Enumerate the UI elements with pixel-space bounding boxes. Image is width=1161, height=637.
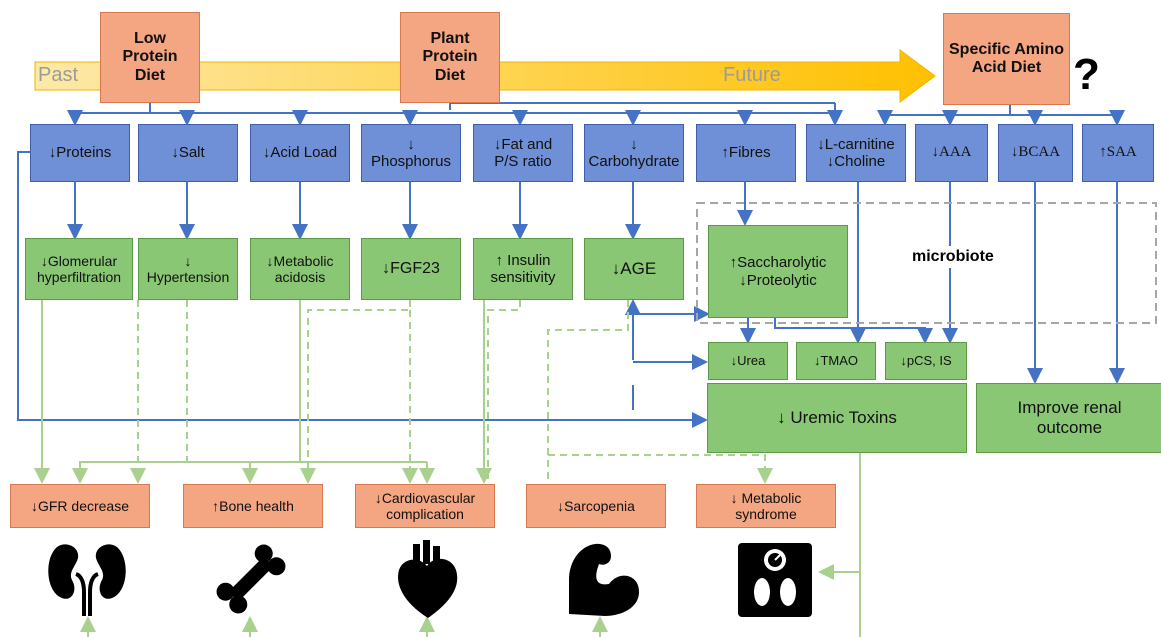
- future-label: Future: [723, 64, 781, 86]
- microbiote-frame: [696, 202, 1157, 324]
- outcome-metabolic: ↓ Metabolic syndrome: [696, 484, 836, 528]
- outcome-bone: ↑Bone health: [183, 484, 323, 528]
- nutrient-carbohydrate: ↓ Carbohydrate: [584, 124, 684, 182]
- low-protein-diet: Low Protein Diet: [100, 12, 200, 103]
- muscle-icon: [569, 543, 639, 616]
- plant-protein-diet: Plant Protein Diet: [400, 12, 500, 103]
- toxin-pcs: ↓pCS, IS: [885, 342, 967, 380]
- nutrient-bcaa: ↓BCAA: [998, 124, 1073, 182]
- microbiote-label: microbiote: [906, 246, 1000, 268]
- bone-icon: [216, 544, 286, 614]
- specific-amino-acid-diet: Specific Amino Acid Diet: [943, 13, 1070, 105]
- toxin-tmao: ↓TMAO: [796, 342, 876, 380]
- improve-renal-outcome: Improve renal outcome: [976, 383, 1161, 453]
- heart-icon: [398, 540, 458, 618]
- toxin-urea: ↓Urea: [708, 342, 788, 380]
- nutrient-lcarnitine: ↓L-carnitine ↓Choline: [806, 124, 906, 182]
- nutrient-phosphorus: ↓ Phosphorus: [361, 124, 461, 182]
- past-label: Past: [38, 64, 79, 86]
- mechanism-saccharolytic: ↑Saccharolytic ↓Proteolytic: [708, 225, 848, 318]
- outcome-gfr: ↓GFR decrease: [10, 484, 150, 528]
- question-mark: ?: [1073, 50, 1100, 99]
- outcome-cardio: ↓Cardiovascular complication: [355, 484, 495, 528]
- nutrient-proteins: ↓Proteins: [30, 124, 130, 182]
- mechanism-age: ↓AGE: [584, 238, 684, 300]
- scale-icon: [738, 543, 812, 617]
- mechanism-hypertension: ↓ Hypertension: [138, 238, 238, 300]
- nutrient-saa: ↑SAA: [1082, 124, 1154, 182]
- mechanism-fgf23: ↓FGF23: [361, 238, 461, 300]
- mechanism-glomerular: ↓Glomerular hyperfiltration: [25, 238, 133, 300]
- kidney-icon: [48, 544, 126, 616]
- nutrient-salt: ↓Salt: [138, 124, 238, 182]
- nutrient-acid-load: ↓Acid Load: [250, 124, 350, 182]
- outcome-sarcopenia: ↓Sarcopenia: [526, 484, 666, 528]
- mechanism-metabolic-acidosis: ↓Metabolic acidosis: [250, 238, 350, 300]
- mechanism-insulin: ↑ Insulin sensitivity: [473, 238, 573, 300]
- nutrient-fibres: ↑Fibres: [696, 124, 796, 182]
- uremic-toxins: ↓ Uremic Toxins: [707, 383, 967, 453]
- nutrient-fat: ↓Fat and P/S ratio: [473, 124, 573, 182]
- nutrient-aaa: ↓AAA: [915, 124, 988, 182]
